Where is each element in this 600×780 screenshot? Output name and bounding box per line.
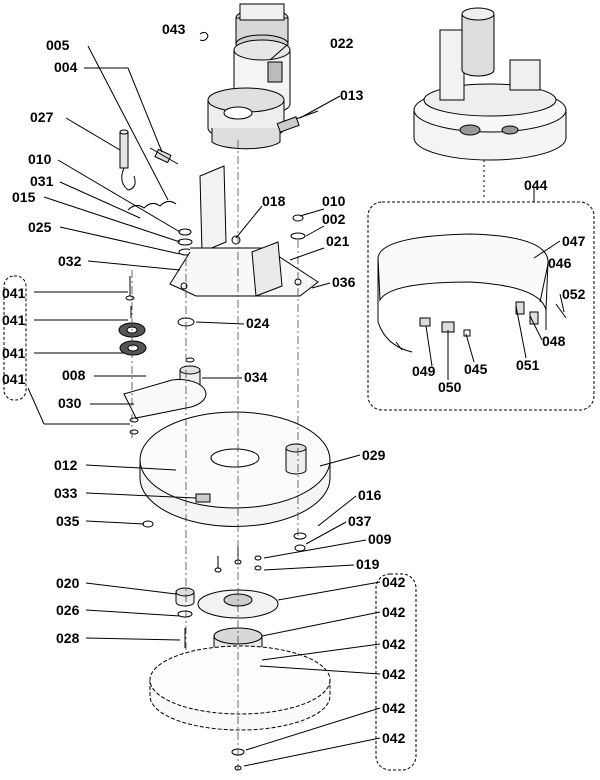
part-label-019: 019 xyxy=(356,556,380,572)
kit-leader-lines xyxy=(425,240,565,380)
part-label-021: 021 xyxy=(326,233,350,249)
group-041-bracket xyxy=(3,275,27,401)
part-label-035: 035 xyxy=(56,513,80,529)
motor-022 xyxy=(207,3,291,150)
part-label-041-c: 041 xyxy=(2,345,26,361)
part-label-043: 043 xyxy=(162,21,186,37)
part-label-042-d: 042 xyxy=(382,666,406,682)
part-label-012: 012 xyxy=(54,457,78,473)
part-label-034: 034 xyxy=(244,369,268,385)
part-label-037: 037 xyxy=(348,513,372,529)
part-label-010-right: 010 xyxy=(322,193,346,209)
part-label-009: 009 xyxy=(368,531,392,547)
part-label-029: 029 xyxy=(362,447,386,463)
nut-037 xyxy=(294,544,306,552)
part-label-032: 032 xyxy=(58,253,82,269)
part-label-042-f: 042 xyxy=(382,730,406,746)
part-label-050: 050 xyxy=(438,379,462,395)
part-label-008: 008 xyxy=(62,367,86,383)
leader-lines xyxy=(27,44,381,767)
washer-016 xyxy=(293,532,307,540)
bolt-010-right xyxy=(292,214,304,222)
arm-plate-030 xyxy=(123,379,207,419)
part-label-049: 049 xyxy=(412,363,436,379)
part-label-031: 031 xyxy=(30,173,54,189)
part-label-018: 018 xyxy=(262,193,286,209)
hub-020 xyxy=(175,587,195,648)
part-label-016: 016 xyxy=(358,487,382,503)
group-042-bracket xyxy=(375,573,417,771)
bracket-plate xyxy=(169,165,319,297)
part-label-041-d: 041 xyxy=(2,371,26,387)
clip-043 xyxy=(199,31,209,41)
deck-029 xyxy=(139,411,331,527)
part-label-015: 015 xyxy=(12,189,36,205)
center-axes xyxy=(131,140,299,770)
part-label-042-e: 042 xyxy=(382,700,406,716)
bumper-kit-box xyxy=(367,201,595,411)
assembled-unit xyxy=(413,7,567,161)
part-label-010-left: 010 xyxy=(28,151,52,167)
nut-035 xyxy=(142,520,154,528)
part-label-044: 044 xyxy=(524,177,548,193)
pad-driver xyxy=(149,645,331,771)
part-label-002: 002 xyxy=(322,211,346,227)
pulley-stack-041 xyxy=(118,276,147,356)
part-label-013: 013 xyxy=(340,87,364,103)
part-label-026: 026 xyxy=(56,602,80,618)
part-label-028: 028 xyxy=(56,630,80,646)
part-label-033: 033 xyxy=(54,485,78,501)
part-label-004: 004 xyxy=(54,59,78,75)
lever-027 xyxy=(119,129,136,191)
part-label-052: 052 xyxy=(562,286,586,302)
part-label-051: 051 xyxy=(516,357,540,373)
part-label-042-a: 042 xyxy=(382,574,406,590)
part-label-041-b: 041 xyxy=(2,312,26,328)
bumper-hardware xyxy=(395,301,567,351)
part-label-005: 005 xyxy=(46,37,70,53)
connector-013 xyxy=(276,110,319,133)
bumper-skirt-047 xyxy=(377,233,549,353)
part-label-025: 025 xyxy=(28,219,52,235)
pin-004 xyxy=(149,147,179,165)
part-label-024: 024 xyxy=(246,315,270,331)
part-label-022: 022 xyxy=(330,35,354,51)
part-label-048: 048 xyxy=(542,333,566,349)
part-label-042-b: 042 xyxy=(382,604,406,620)
part-label-041-a: 041 xyxy=(2,285,26,301)
part-label-046: 046 xyxy=(548,255,572,271)
part-label-042-c: 042 xyxy=(382,636,406,652)
part-label-036: 036 xyxy=(332,274,356,290)
part-label-047: 047 xyxy=(562,233,586,249)
part-label-027: 027 xyxy=(30,109,54,125)
part-label-045: 045 xyxy=(464,361,488,377)
part-label-020: 020 xyxy=(56,575,80,591)
washer-002 xyxy=(290,232,306,240)
part-label-030: 030 xyxy=(58,395,82,411)
